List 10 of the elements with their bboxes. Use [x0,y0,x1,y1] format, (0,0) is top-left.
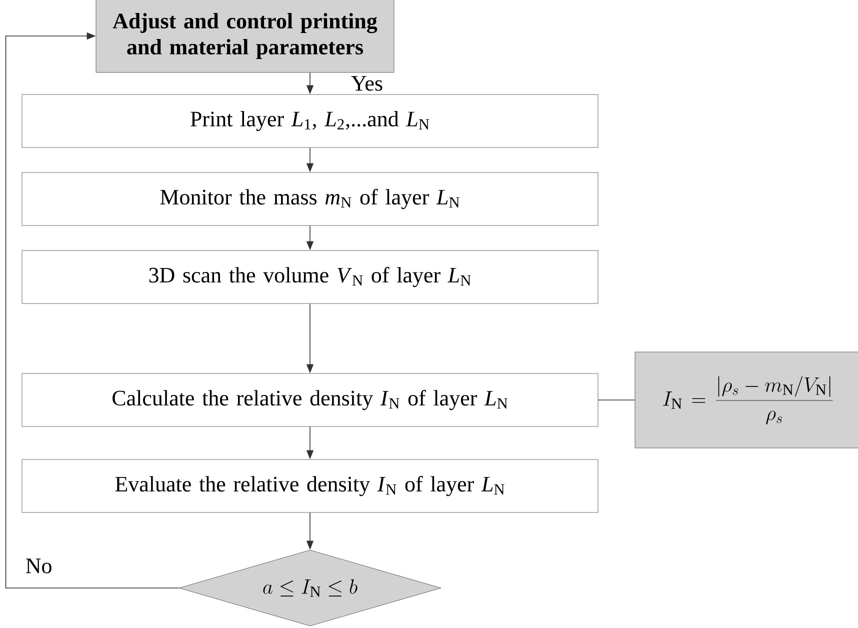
process-box: Adjust and control printing and material parameters [96,0,394,73]
process-box: Monitor the mass m$_{N}$ of layer L$_{N}$ [22,172,598,226]
process-box: Print layer L$_{1}$, L$_{2}$,...and L$_{N}$ [22,94,598,148]
arrow [5,32,180,588]
process-box: Evaluate the relative density I$_{N}$ of layer L$_{N}$ [22,459,598,513]
process-box: Calculate the relative density I$_{N}$ of layer L$_{N}$ [22,373,598,427]
edge-label: Yes [350,75,384,92]
formula-box: $I_{\mathrm{N}}=\frac{\left|\rho_s-m_{\mathrm{N}}/V_{\mathrm{N}}\right|}{\rho_s}$ [634,352,858,448]
process-box: 3D scan the volume V$_{N}$ of layer L$_{N}$ [22,250,598,304]
edge-label: No [24,558,54,574]
